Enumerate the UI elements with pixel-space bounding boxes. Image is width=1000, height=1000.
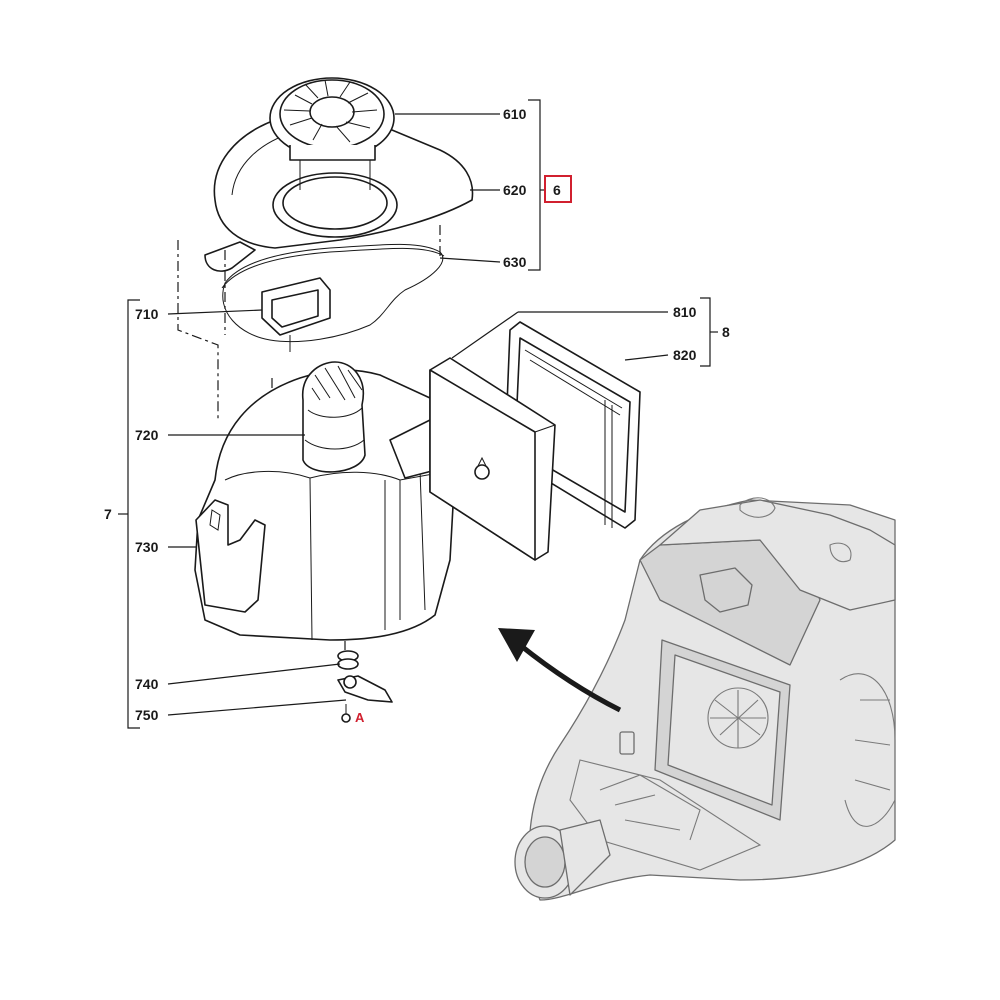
group-label-7: 7 xyxy=(104,506,112,522)
vacuum-cleaner-body xyxy=(514,497,896,901)
label-630: 630 xyxy=(503,254,527,270)
label-740: 740 xyxy=(135,676,159,692)
label-720: 720 xyxy=(135,427,159,443)
group-label-6: 6 xyxy=(553,182,561,198)
label-610: 610 xyxy=(503,106,527,122)
label-810: 810 xyxy=(673,304,697,320)
dust-container-assembly xyxy=(177,225,461,723)
group-6-highlight-box xyxy=(544,175,572,203)
marker-a: A xyxy=(355,710,365,725)
label-820: 820 xyxy=(673,347,697,363)
filter-assembly xyxy=(429,321,641,561)
group-label-8: 8 xyxy=(722,324,730,340)
curved-arrow-icon xyxy=(498,628,622,713)
label-620: 620 xyxy=(503,182,527,198)
label-750: 750 xyxy=(135,707,159,723)
leader-lines xyxy=(118,99,718,729)
label-710: 710 xyxy=(135,306,159,322)
lid-assembly xyxy=(204,77,474,343)
label-730: 730 xyxy=(135,539,159,555)
